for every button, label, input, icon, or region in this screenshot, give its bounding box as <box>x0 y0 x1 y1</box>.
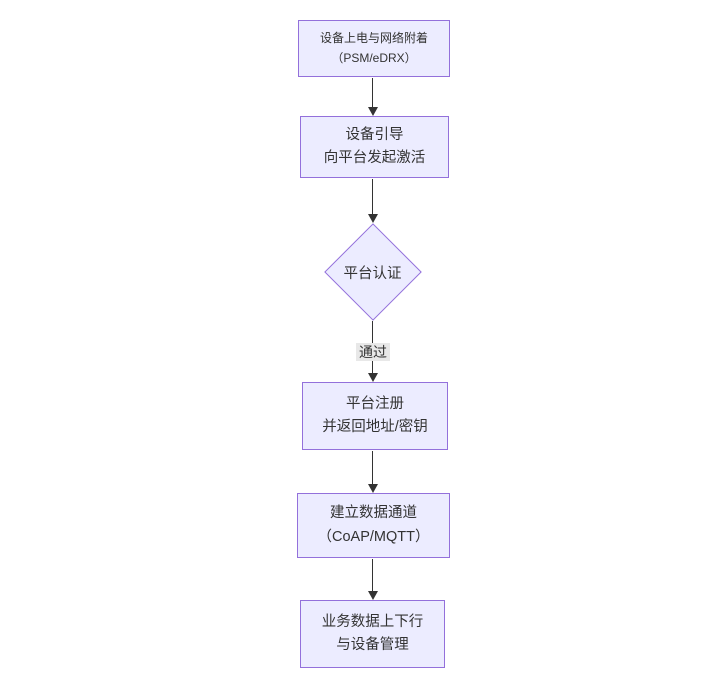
node-line: 与设备管理 <box>336 637 409 653</box>
edge-e-f <box>372 559 374 592</box>
node-device-power-network-attach: 设备上电与网络附着 （PSM/eDRX） <box>298 20 450 77</box>
arrowhead-icon <box>368 373 378 382</box>
node-line: （CoAP/MQTT） <box>317 528 430 545</box>
node-line: 向平台发起激活 <box>323 150 426 166</box>
arrowhead-icon <box>368 591 378 600</box>
node-establish-data-channel: 建立数据通道 （CoAP/MQTT） <box>297 493 450 558</box>
node-device-bootstrap-activate: 设备引导 向平台发起激活 <box>300 116 449 178</box>
arrowhead-icon <box>368 484 378 493</box>
node-line: 建立数据通道 <box>330 505 417 522</box>
node-line: 业务数据上下行 <box>321 613 424 630</box>
node-line: 平台认证 <box>343 265 402 282</box>
node-line: 并返回地址/密钥 <box>322 419 428 435</box>
node-line: 平台注册 <box>346 395 404 412</box>
node-line: （PSM/eDRX） <box>331 50 417 65</box>
node-line: 设备引导 <box>345 126 404 143</box>
node-platform-authentication: 平台认证 <box>322 223 423 321</box>
edge-label-pass: 通过 <box>356 343 390 362</box>
node-business-data-device-management: 业务数据上下行 与设备管理 <box>300 600 445 668</box>
node-line: 设备上电与网络附着 <box>319 31 428 46</box>
arrowhead-icon <box>368 214 378 223</box>
node-platform-register-return-key: 平台注册 并返回地址/密钥 <box>302 382 448 450</box>
edge-d-e <box>372 451 374 485</box>
edge-b-c <box>372 179 374 215</box>
edge-a-b <box>372 78 374 108</box>
arrowhead-icon <box>368 107 378 116</box>
